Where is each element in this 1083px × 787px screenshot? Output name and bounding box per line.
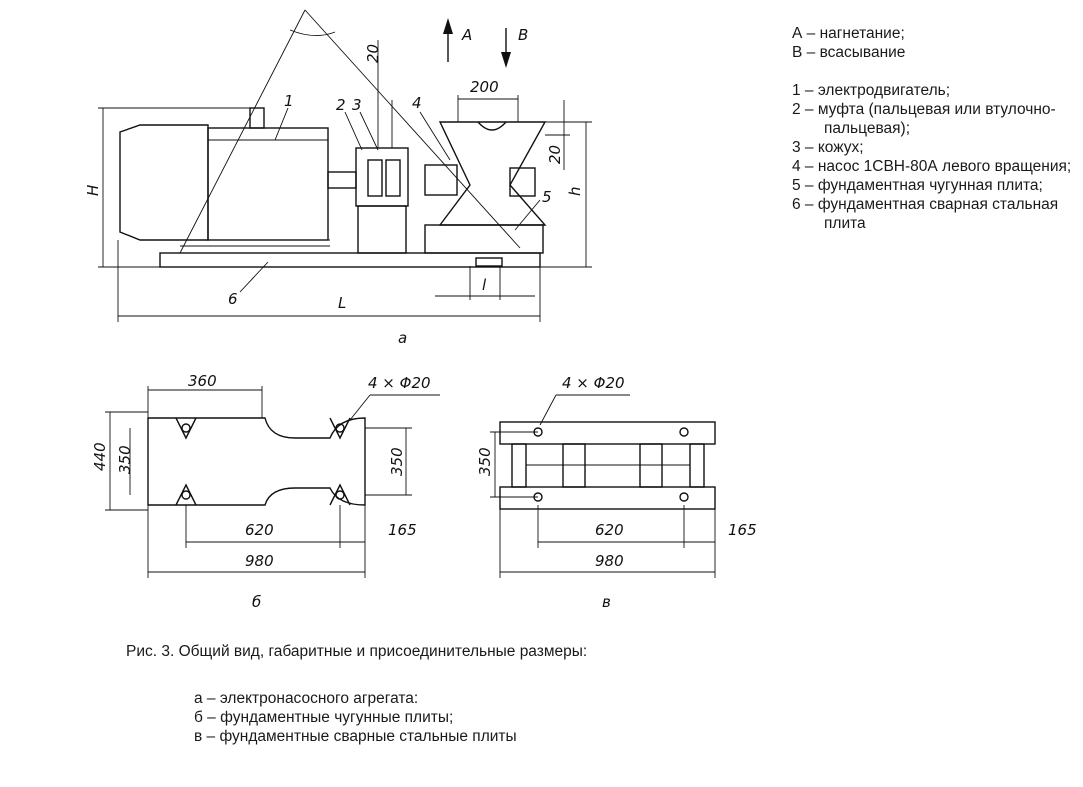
caption-item-v: в – фундаментные сварные стальные плиты xyxy=(194,728,517,745)
holes-label-v: 4 × Φ20 xyxy=(562,374,625,392)
dim-h: h xyxy=(566,186,584,196)
figure-caption: Рис. 3. Общий вид, габаритные и присоеди… xyxy=(126,643,588,660)
dim-980-b: 980 xyxy=(245,552,274,570)
dim-L: L xyxy=(338,294,346,312)
dim-350-v: 350 xyxy=(476,447,494,476)
arrow-a-label: A xyxy=(461,26,472,44)
caption-list: а – электронасосного агрегата: б – фунда… xyxy=(194,689,517,746)
legend-flow-a: А – нагнетание; xyxy=(792,25,905,42)
legend-item-1: 1 – электродвигатель; xyxy=(792,82,951,99)
dim-620-v: 620 xyxy=(595,521,624,539)
view-a-dimensions xyxy=(98,40,592,322)
view-a-unit xyxy=(119,9,547,293)
technical-drawing: A B 1 2 3 4 5 6 200 20 20 H h L l а 360 … xyxy=(84,9,757,611)
part-label-6: 6 xyxy=(228,290,238,308)
dim-980-v: 980 xyxy=(595,552,624,570)
part-label-5: 5 xyxy=(542,188,552,206)
caption-item-a: а – электронасосного агрегата: xyxy=(194,690,419,707)
view-v-plate xyxy=(490,394,716,578)
dim-165-b: 165 xyxy=(388,521,417,539)
dim-440: 440 xyxy=(91,442,109,471)
arrow-b-label: B xyxy=(518,26,528,44)
legend-item-3: 3 – кожух; xyxy=(792,139,864,156)
dim-H: H xyxy=(84,185,102,196)
dim-165-v: 165 xyxy=(728,521,757,539)
dim-620-b: 620 xyxy=(245,521,274,539)
legend-item-6: 6 – фундаментная сварная стальная плита xyxy=(792,196,1059,232)
dim-350-right: 350 xyxy=(388,447,406,476)
dim-360: 360 xyxy=(188,372,217,390)
dim-l: l xyxy=(482,276,487,294)
part-label-1: 1 xyxy=(284,92,294,110)
dim-200: 200 xyxy=(470,78,499,96)
view-a-label: а xyxy=(398,329,407,347)
part-label-2: 2 xyxy=(336,96,346,114)
caption-item-b: б – фундаментные чугунные плиты; xyxy=(194,709,454,726)
dim-20-top: 20 xyxy=(364,44,382,63)
holes-label-b: 4 × Φ20 xyxy=(368,374,431,392)
dim-350-left: 350 xyxy=(116,445,134,474)
part-label-3: 3 xyxy=(352,96,362,114)
legend: А – нагнетание; В – всасывание 1 – элект… xyxy=(792,24,1072,233)
view-b-label: б xyxy=(252,593,261,611)
legend-item-2: 2 – муфта (пальцевая или втулочно-пальце… xyxy=(792,101,1056,137)
legend-item-5: 5 – фундаментная чугунная плита; xyxy=(792,177,1043,194)
legend-item-4: 4 – насос 1СВН-80А левого вращения; xyxy=(792,158,1072,175)
legend-flow-b: В – всасывание xyxy=(792,44,906,61)
dim-20-right: 20 xyxy=(546,145,564,164)
drawing-labels: A B 1 2 3 4 5 6 200 20 20 H h L l а 360 … xyxy=(84,26,757,611)
view-v-label: в xyxy=(602,593,611,611)
part-label-4: 4 xyxy=(412,94,422,112)
view-b-plate xyxy=(105,386,440,578)
